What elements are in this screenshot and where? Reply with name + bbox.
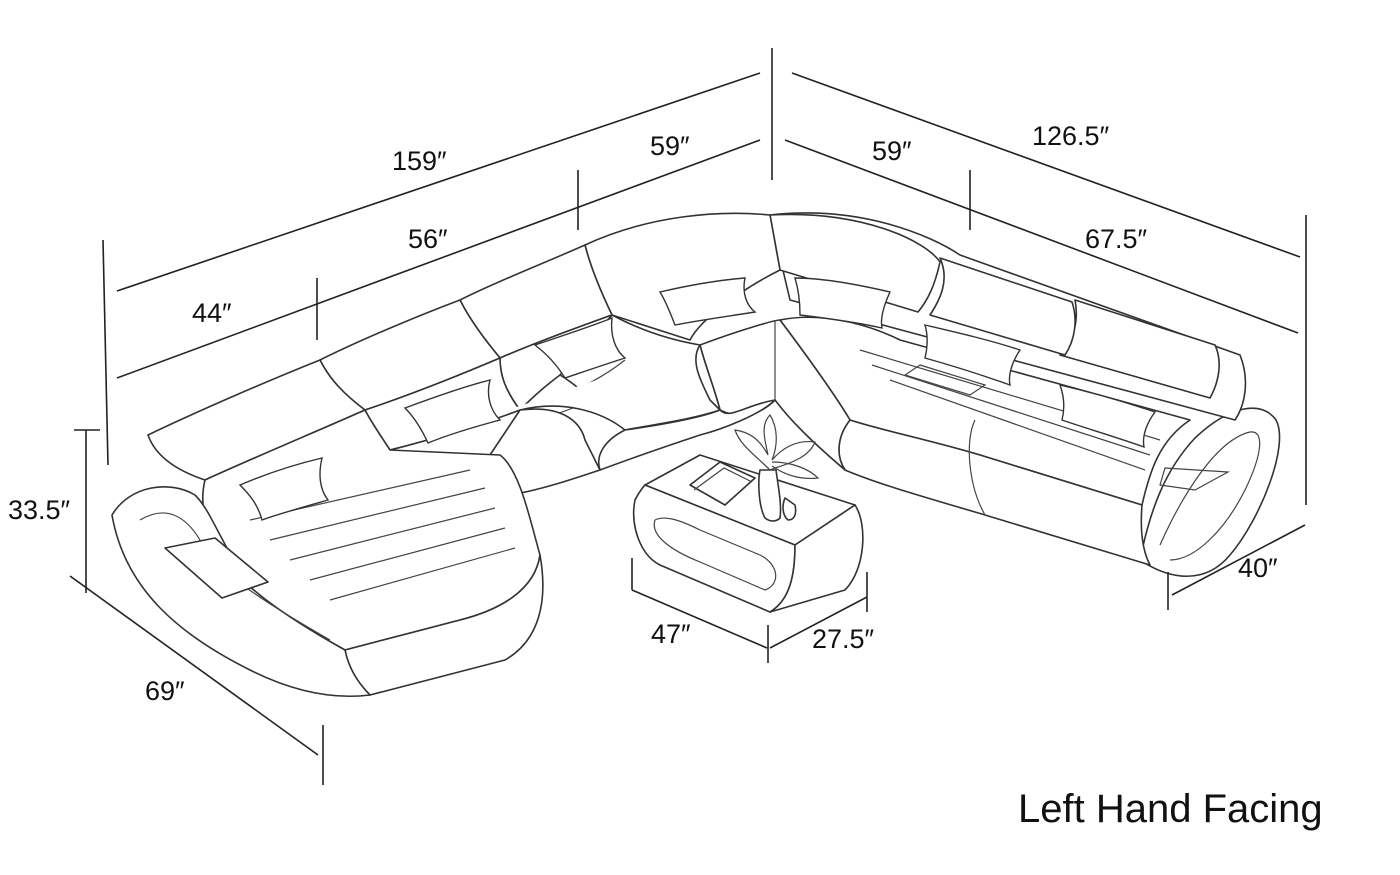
pillow <box>923 324 1022 387</box>
label-left-seg-1: 44″ <box>192 298 232 328</box>
label-left-seg-3: 59″ <box>650 131 690 161</box>
pillow <box>658 277 757 326</box>
label-chaise-length: 69″ <box>145 676 185 706</box>
arm-tray <box>164 537 269 599</box>
right-arm <box>1139 407 1281 577</box>
caption-orientation: Left Hand Facing <box>1018 787 1323 831</box>
dimension-labels: 159″ 59″ 56″ 44″ 126.5″ 59″ 67.5″ 33.5″ … <box>8 121 1323 831</box>
sofa-sketch <box>111 212 1281 698</box>
label-table-length: 47″ <box>651 619 691 649</box>
dimension-lines <box>69 48 1307 785</box>
label-right-depth: 40″ <box>1238 553 1278 583</box>
vase <box>758 469 782 522</box>
pillow <box>238 457 330 521</box>
label-table-width: 27.5″ <box>812 624 875 654</box>
coffee-table <box>633 414 864 613</box>
label-right-seg-1: 59″ <box>872 136 912 166</box>
plant <box>734 414 816 471</box>
books <box>689 461 756 506</box>
label-left-seg-2: 56″ <box>408 224 448 254</box>
pillow <box>1058 384 1157 449</box>
label-height: 33.5″ <box>8 495 71 525</box>
pillow <box>794 277 891 329</box>
label-total-right: 126.5″ <box>1032 121 1110 151</box>
label-total-left: 159″ <box>392 146 447 176</box>
pillow <box>403 379 502 444</box>
label-right-seg-2: 67.5″ <box>1085 224 1148 254</box>
table-side <box>769 504 864 613</box>
pillow <box>533 316 627 379</box>
